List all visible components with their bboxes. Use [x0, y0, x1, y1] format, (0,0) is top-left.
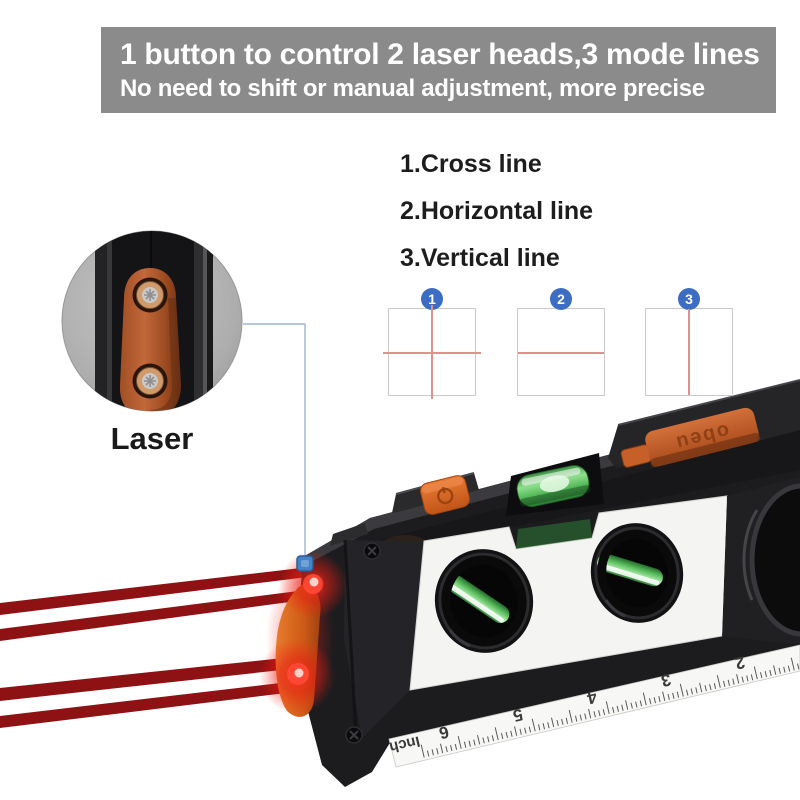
laser-beam-upper — [0, 566, 318, 641]
belt-clip: obeu — [620, 407, 760, 468]
laser-beam-lower — [0, 656, 302, 728]
mode-item-horizontal: 2.Horizontal line — [400, 197, 594, 225]
mode-item-vertical: 3.Vertical line — [400, 244, 560, 272]
power-button — [420, 475, 470, 515]
device-right-section — [722, 477, 800, 645]
callout-connector — [243, 323, 314, 572]
mode-badge-2: 2 — [550, 288, 572, 310]
mode-diagram-cross: 1 — [383, 288, 481, 399]
laser-beams — [0, 566, 318, 728]
vial-window-right — [590, 523, 684, 623]
screw-bottom-left — [345, 726, 363, 744]
laser-aperture-top — [132, 277, 168, 313]
ruler-number: 5 — [511, 705, 525, 726]
laser-aperture-bottom — [132, 363, 168, 399]
mode-diagram-vertical: 3 — [645, 288, 733, 396]
mode-badge-3: 3 — [678, 288, 700, 310]
vertical-line — [688, 309, 690, 395]
laser-head-inset — [61, 230, 243, 412]
ruler-number: 6 — [437, 722, 451, 743]
laser-exit-tip — [259, 551, 347, 717]
mode-item-cross: 1.Cross line — [400, 150, 542, 178]
headline-banner: 1 button to control 2 laser heads,3 mode… — [101, 27, 776, 113]
ruler-unit-label: Inch — [388, 732, 422, 756]
headline-line1: 1 button to control 2 laser heads,3 mode… — [120, 38, 760, 71]
screw-top-left — [363, 542, 381, 560]
mode-list: 1.Cross line 2.Horizontal line 3.Vertica… — [400, 150, 593, 291]
ruler-number: 3 — [659, 670, 673, 691]
mode-badge-1: 1 — [421, 288, 443, 310]
vial-window-left — [434, 549, 534, 653]
horizontal-line — [518, 352, 604, 354]
cross-vertical-line — [431, 305, 433, 399]
mode-diagram-horizontal: 2 — [517, 288, 605, 396]
inset-label: Laser — [110, 421, 194, 456]
horizontal-bubble-vial — [516, 465, 591, 507]
power-icon — [437, 486, 454, 505]
ruler-number: 2 — [733, 652, 747, 673]
headline-line2: No need to shift or manual adjustment, m… — [120, 75, 705, 102]
